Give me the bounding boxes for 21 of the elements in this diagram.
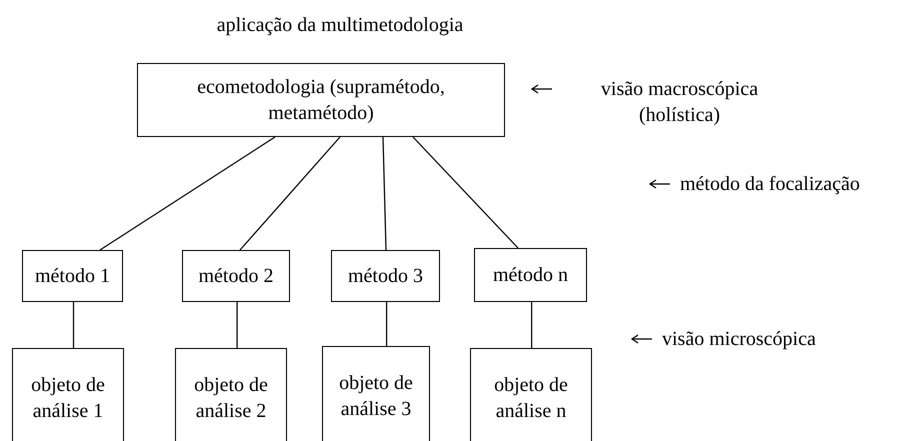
object-box: objeto de análise 2 [175,348,287,441]
object-box: objeto de análise 1 [12,348,124,441]
diagram-title: aplicação da multimetodologia [216,13,464,38]
connector-line [240,136,340,250]
connector-line [412,136,518,248]
side-note: método da focalização [680,172,861,197]
connector-line [531,302,532,348]
method-box: método 1 [22,250,123,302]
method-box: método n [474,248,587,302]
connector-line [236,302,238,348]
side-note: visão microscópica [662,327,817,352]
connector-line [72,302,74,348]
object-box: objeto de análise 3 [322,346,430,441]
main-box: ecometodologia (supramétodo, metamétodo) [137,63,505,137]
side-note: visão macroscópica (holística) [600,77,760,128]
connector-line [386,302,388,346]
object-box: objeto de análise n [470,348,592,441]
method-box: método 2 [182,250,290,302]
connector-line [100,136,276,250]
connector-line [382,136,387,250]
method-box: método 3 [331,250,440,302]
